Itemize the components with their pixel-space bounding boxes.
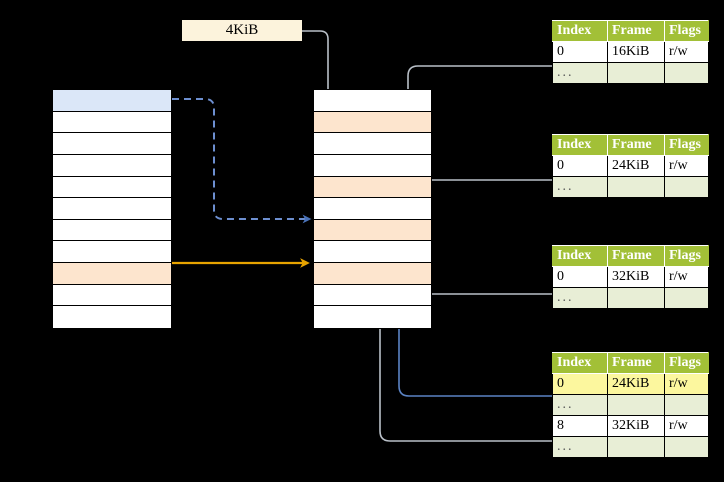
cell-frame <box>607 176 665 198</box>
cell-index: ... <box>552 176 608 198</box>
virtual-address-space-column <box>52 89 172 329</box>
column-header-frame: Frame <box>607 20 665 42</box>
cell-index: 0 <box>552 373 608 395</box>
cell-frame <box>607 436 665 458</box>
virtual-page-row-5 <box>53 198 171 220</box>
cell-frame: 32KiB <box>607 415 665 437</box>
cell-index: ... <box>552 62 608 84</box>
cell-frame: 16KiB <box>607 41 665 63</box>
virtual-page-row-7 <box>53 241 171 263</box>
virtual-page-row-10 <box>53 306 171 328</box>
physical-frame-row-8 <box>314 263 431 285</box>
cell-flags: r/w <box>664 373 709 395</box>
column-header-flags: Flags <box>664 134 709 156</box>
virtual-page-row-1 <box>53 111 171 134</box>
virtual-page-row-9 <box>53 284 171 307</box>
physical-memory-column <box>313 89 432 329</box>
cell-frame <box>607 287 665 309</box>
physical-frame-row-0 <box>314 90 431 112</box>
physical-frame-row-9 <box>314 284 431 307</box>
cell-frame <box>607 62 665 84</box>
column-header-flags: Flags <box>664 20 709 42</box>
cell-index: ... <box>552 287 608 309</box>
cell-flags <box>664 436 709 458</box>
cell-index: ... <box>552 394 608 416</box>
cell-index: 8 <box>552 415 608 437</box>
cell-index: ... <box>552 436 608 458</box>
physical-frame-row-3 <box>314 154 431 177</box>
column-header-index: Index <box>552 245 608 267</box>
cell-index: 0 <box>552 155 608 177</box>
column-header-index: Index <box>552 352 608 374</box>
column-header-flags: Flags <box>664 352 709 374</box>
table-row-ellipsis: ... <box>552 436 709 458</box>
physical-frame-row-2 <box>314 133 431 155</box>
virtual-page-row-6 <box>53 219 171 242</box>
physical-frame-row-5 <box>314 198 431 220</box>
table-row-ellipsis: ... <box>552 287 709 309</box>
cell-frame: 24KiB <box>607 155 665 177</box>
cell-flags: r/w <box>664 415 709 437</box>
virtual-page-row-0 <box>53 90 171 112</box>
cell-flags: r/w <box>664 266 709 288</box>
column-header-index: Index <box>552 134 608 156</box>
size-label: 4KiB <box>182 20 302 41</box>
virtual-page-row-4 <box>53 176 171 199</box>
column-header-index: Index <box>552 20 608 42</box>
connector-table2-to-frame <box>417 179 552 207</box>
table-row-ellipsis: ... <box>552 176 709 198</box>
cell-frame: 32KiB <box>607 266 665 288</box>
physical-frame-row-1 <box>314 111 431 134</box>
cell-flags <box>664 62 709 84</box>
cell-flags <box>664 176 709 198</box>
virtual-page-row-8 <box>53 263 171 285</box>
column-header-flags: Flags <box>664 245 709 267</box>
table-row-ellipsis: ... <box>552 62 709 84</box>
cell-flags: r/w <box>664 41 709 63</box>
cell-flags <box>664 287 709 309</box>
column-header-frame: Frame <box>607 352 665 374</box>
physical-frame-row-7 <box>314 241 431 263</box>
connector-virtual-page0 <box>172 98 312 224</box>
virtual-page-row-2 <box>53 133 171 155</box>
physical-frame-row-6 <box>314 219 431 242</box>
column-header-frame: Frame <box>607 134 665 156</box>
physical-frame-row-10 <box>314 306 431 328</box>
cell-flags <box>664 394 709 416</box>
physical-frame-row-4 <box>314 176 431 199</box>
column-header-frame: Frame <box>607 245 665 267</box>
cell-flags: r/w <box>664 155 709 177</box>
cell-index: 0 <box>552 41 608 63</box>
table-row-ellipsis: ... <box>552 394 709 416</box>
virtual-page-row-3 <box>53 154 171 177</box>
cell-index: 0 <box>552 266 608 288</box>
cell-frame <box>607 394 665 416</box>
cell-frame: 24KiB <box>607 373 665 395</box>
